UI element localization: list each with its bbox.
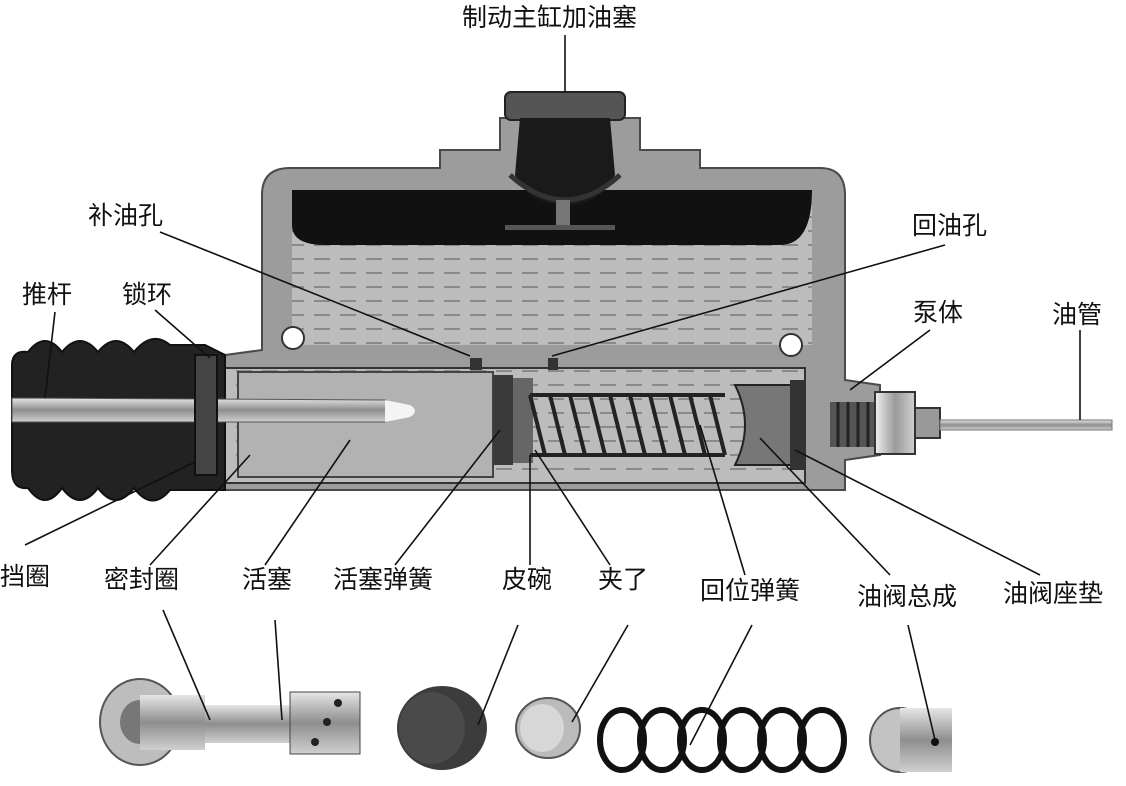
label-push-rod: 推杆 [22, 282, 72, 307]
label-piston: 活塞 [242, 567, 292, 592]
label-return-port: 回油孔 [912, 213, 987, 238]
label-pump-body: 泵体 [913, 300, 963, 325]
label-retaining-ring: 挡圈 [0, 564, 50, 589]
oil-pipe [940, 420, 1112, 430]
label-oil-pipe: 油管 [1052, 302, 1102, 327]
label-leather-cup: 皮碗 [502, 567, 552, 592]
label-valve-assembly: 油阀总成 [857, 584, 957, 609]
lock-ring [195, 355, 217, 475]
label-piston-spring: 活塞弹簧 [333, 567, 433, 592]
label-compensating-port: 补油孔 [88, 203, 163, 228]
exploded-clip [516, 698, 580, 758]
valve-assembly [735, 380, 805, 470]
label-clip: 夹了 [598, 567, 648, 592]
exploded-valve-assembly [870, 708, 952, 772]
label-filler-cap: 制动主缸加油塞 [462, 5, 637, 30]
exploded-leather-cup [397, 686, 487, 770]
label-return-spring: 回位弹簧 [700, 578, 800, 603]
label-lock-ring: 锁环 [122, 282, 172, 307]
exploded-piston [205, 692, 360, 754]
exploded-seal-ring [100, 679, 205, 765]
exploded-return-spring [600, 710, 844, 770]
label-seal-ring: 密封圈 [104, 567, 179, 592]
label-valve-seat-gasket: 油阀座垫 [1003, 581, 1103, 606]
